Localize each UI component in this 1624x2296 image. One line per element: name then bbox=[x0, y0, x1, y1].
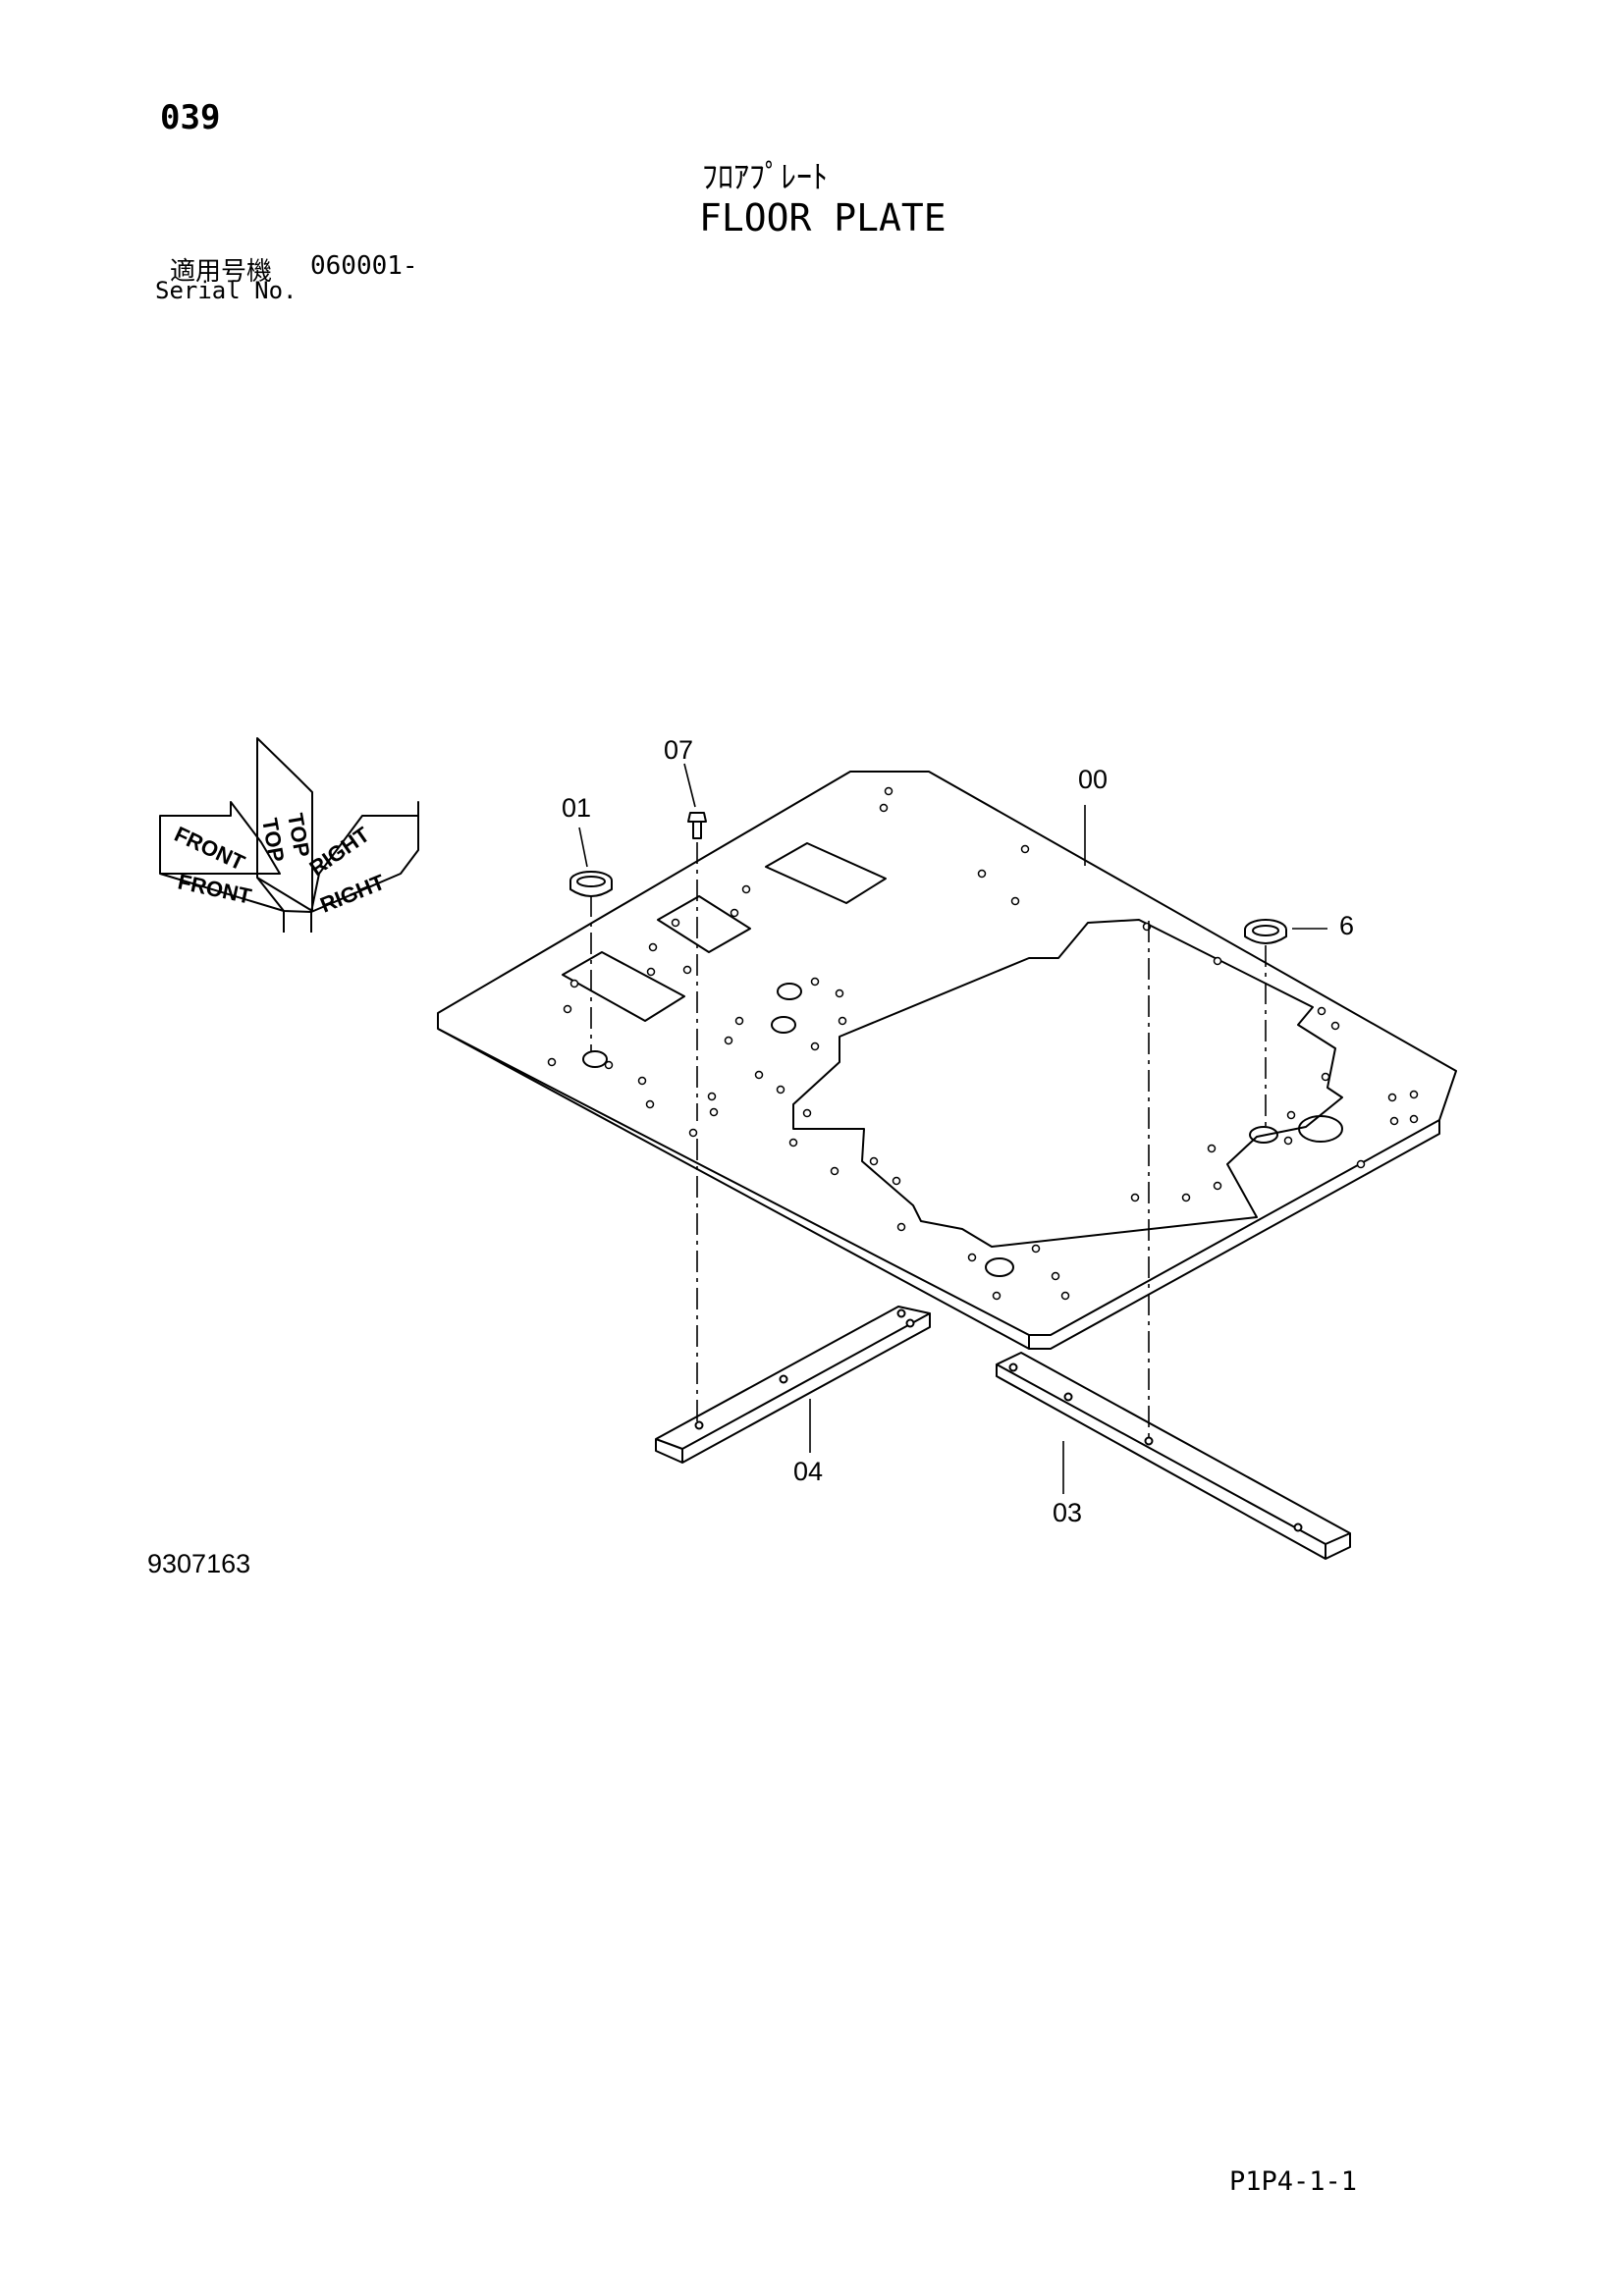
callout-00: 00 bbox=[1078, 765, 1108, 794]
orient-right-label: RIGHT bbox=[317, 870, 389, 918]
part-03-channel bbox=[996, 1352, 1351, 1560]
plate-outline bbox=[437, 771, 1457, 1336]
callout-04: 04 bbox=[793, 1457, 823, 1486]
bolt-holes bbox=[547, 786, 1419, 1301]
orient-top-arrow bbox=[256, 737, 313, 912]
part-07-bolt bbox=[687, 812, 707, 839]
leader-lines bbox=[578, 763, 1327, 1494]
callout-03: 03 bbox=[1053, 1498, 1082, 1527]
callout-01: 01 bbox=[562, 793, 591, 823]
title-japanese: ﾌﾛｱﾌﾟﾚｰﾄ bbox=[702, 158, 829, 195]
opening-rect-3 bbox=[562, 951, 685, 1022]
serial-label-english: Serial No. bbox=[155, 277, 298, 304]
orient-front-label: FRONT bbox=[176, 869, 254, 908]
assembly-lines bbox=[590, 842, 1267, 1441]
orient-front-label-upper: FRONT bbox=[171, 822, 249, 876]
part-01-plug bbox=[569, 871, 613, 897]
floor-plate bbox=[437, 771, 1457, 1350]
sheet-reference: P1P4-1-1 bbox=[1229, 2166, 1358, 2197]
serial-label-japanese: 適用号機 bbox=[170, 257, 273, 287]
page-number: 039 bbox=[160, 98, 221, 137]
serial-range: 060001- bbox=[310, 251, 418, 281]
drawing-number: 9307163 bbox=[147, 1549, 251, 1578]
part-04-channel bbox=[655, 1306, 931, 1464]
callout-6: 6 bbox=[1339, 911, 1354, 940]
part-6-grommet bbox=[1244, 919, 1287, 944]
opening-rect-1 bbox=[765, 842, 887, 904]
central-opening bbox=[792, 919, 1343, 1248]
orientation-indicator: FRONT FRONT TOP TOP RIGHT RIGHT bbox=[159, 737, 419, 933]
orient-right-label-upper: RIGHT bbox=[305, 822, 375, 881]
opening-rect-2 bbox=[657, 895, 751, 953]
title-english: FLOOR PLATE bbox=[699, 196, 947, 240]
callout-07: 07 bbox=[664, 735, 693, 765]
